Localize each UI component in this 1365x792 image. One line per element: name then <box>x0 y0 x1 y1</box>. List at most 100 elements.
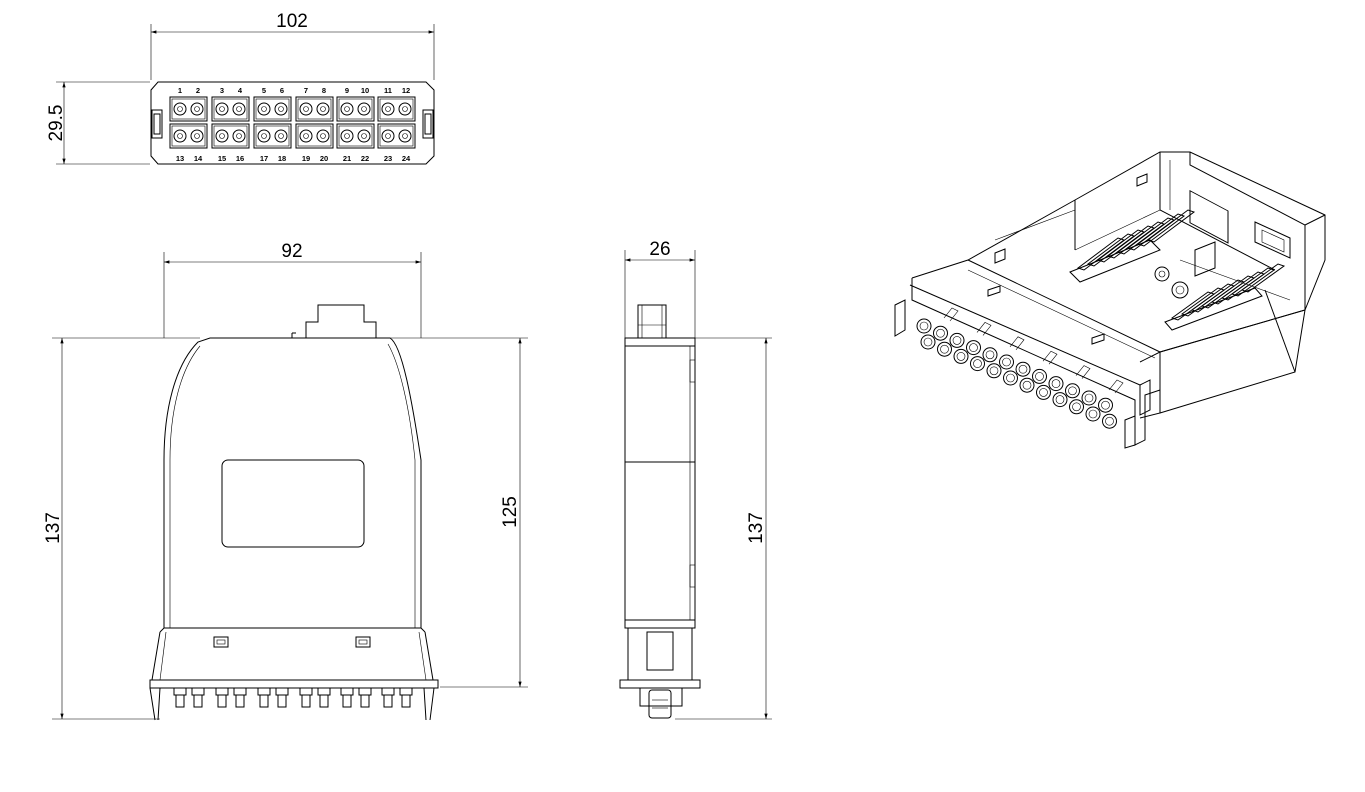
connector-body <box>358 687 372 696</box>
iso-port <box>920 334 936 350</box>
port-label: 22 <box>361 154 369 163</box>
port-label: 11 <box>384 86 392 95</box>
top-view-connectors <box>173 687 413 708</box>
connector-boot <box>217 694 227 708</box>
iso-port <box>949 332 965 348</box>
port-label: 13 <box>176 154 184 163</box>
iso-port <box>933 325 948 341</box>
port-label: 18 <box>278 154 286 163</box>
port-ferrule <box>190 102 204 116</box>
port-ferrule <box>173 102 187 116</box>
port-ferrule <box>398 129 412 143</box>
port-ferrule <box>340 102 354 116</box>
port-label: 1 <box>178 86 182 95</box>
iso-port <box>1098 397 1113 413</box>
port-ferrule <box>173 129 187 143</box>
connector-boot <box>383 694 393 708</box>
adapter-block <box>377 123 416 149</box>
port-label: 21 <box>343 154 351 163</box>
iso-port <box>999 354 1014 370</box>
port-ferrule <box>274 102 288 116</box>
iso-port <box>916 318 932 334</box>
iso-port <box>1102 413 1117 429</box>
adapter-clip <box>943 307 959 322</box>
iso-port <box>937 341 952 357</box>
iso-port <box>986 363 1002 379</box>
port-label: 14 <box>194 154 203 163</box>
port-ferrule <box>274 129 288 143</box>
port-label: 10 <box>361 86 369 95</box>
front-port-grid <box>169 96 416 149</box>
iso-port <box>1003 370 1018 386</box>
iso-port <box>1081 390 1097 406</box>
top-body-length-dimension: 125 <box>500 496 521 528</box>
port-label: 16 <box>236 154 244 163</box>
adapter-block <box>336 123 375 149</box>
port-label: 5 <box>262 86 266 95</box>
port-label: 15 <box>218 154 226 163</box>
port-ferrule <box>232 129 246 143</box>
adapter-clip <box>1009 336 1025 350</box>
port-ferrule <box>215 129 229 143</box>
iso-port <box>1036 384 1051 400</box>
splice-fin <box>1136 213 1186 247</box>
connector-boot <box>319 694 329 708</box>
connector-boot <box>259 694 269 708</box>
splice-holder-left <box>1069 209 1196 283</box>
splice-holder-right <box>1164 263 1286 331</box>
port-ferrule <box>381 129 395 143</box>
port-label: 24 <box>402 154 411 163</box>
port-label: 20 <box>320 154 328 163</box>
iso-port <box>1085 406 1101 422</box>
connector-body <box>317 687 331 696</box>
adapter-block <box>336 96 375 122</box>
port-label: 4 <box>238 86 243 95</box>
isometric-view <box>894 151 1326 449</box>
port-label: 3 <box>220 86 224 95</box>
port-ferrule <box>215 102 229 116</box>
connector-body <box>215 687 229 696</box>
connector-boot <box>401 694 411 708</box>
connector-body <box>275 687 289 696</box>
connector-body <box>233 687 247 696</box>
port-label: 23 <box>384 154 392 163</box>
adapter-block <box>169 96 208 122</box>
iso-port <box>953 348 969 364</box>
port-label: 2 <box>196 86 200 95</box>
connector-body <box>173 687 187 696</box>
port-ferrule <box>316 129 330 143</box>
port-ferrule <box>299 129 313 143</box>
adapter-block <box>211 123 250 149</box>
adapter-block <box>211 96 250 122</box>
side-length-dimension: 137 <box>746 512 767 544</box>
adapter-block <box>377 96 416 122</box>
adapter-clip <box>1108 379 1124 394</box>
connector-boot <box>342 694 352 708</box>
adapter-block <box>169 123 208 149</box>
port-ferrule <box>398 102 412 116</box>
connector-boot <box>193 694 203 708</box>
iso-port <box>1015 361 1031 377</box>
connector-boot <box>235 694 245 708</box>
iso-port <box>1052 392 1068 408</box>
port-ferrule <box>232 102 246 116</box>
port-ferrule <box>257 129 271 143</box>
connector-body <box>299 687 313 696</box>
port-ferrule <box>190 129 204 143</box>
top-view: 92 137 125 <box>43 241 528 721</box>
port-label: 7 <box>304 86 308 95</box>
top-width-dimension: 92 <box>281 241 302 262</box>
adapter-block <box>253 96 292 122</box>
side-view: 26 137 <box>619 239 772 720</box>
iso-port <box>1019 377 1035 393</box>
connector-body <box>191 687 205 696</box>
connector-body <box>381 687 395 696</box>
port-ferrule <box>381 102 395 116</box>
port-label: 19 <box>302 154 310 163</box>
port-label: 6 <box>280 86 284 95</box>
top-length-dimension: 137 <box>43 512 64 544</box>
iso-port <box>966 340 981 356</box>
